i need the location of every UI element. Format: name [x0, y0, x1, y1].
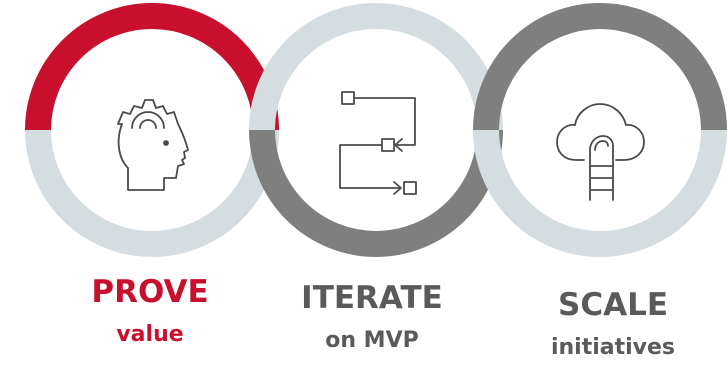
cloud-ladder-icon: [556, 103, 645, 201]
step-iterate-subtitle: on MVP: [325, 328, 419, 353]
ring-iterate-dark-arc: [249, 129, 503, 257]
ring-prove: [25, 3, 279, 257]
ring-scale: [473, 3, 727, 257]
ring-iterate: [249, 3, 503, 257]
step-scale-subtitle: initiatives: [550, 335, 676, 360]
step-prove-caption: PROVE value: [50, 277, 250, 346]
head-gear-icon: [117, 99, 189, 191]
process-flow-icon: [339, 91, 417, 195]
ring-prove-accent-arc: [25, 3, 279, 131]
step-iterate-caption: ITERATE on MVP: [272, 283, 472, 352]
ring-scale-dark-arc: [473, 3, 727, 131]
step-scale-caption: SCALE initiatives: [513, 290, 713, 359]
step-prove-subtitle: value: [116, 322, 184, 347]
step-prove-title: PROVE: [91, 274, 209, 310]
step-iterate-title: ITERATE: [301, 280, 443, 316]
step-scale-title: SCALE: [558, 287, 668, 323]
